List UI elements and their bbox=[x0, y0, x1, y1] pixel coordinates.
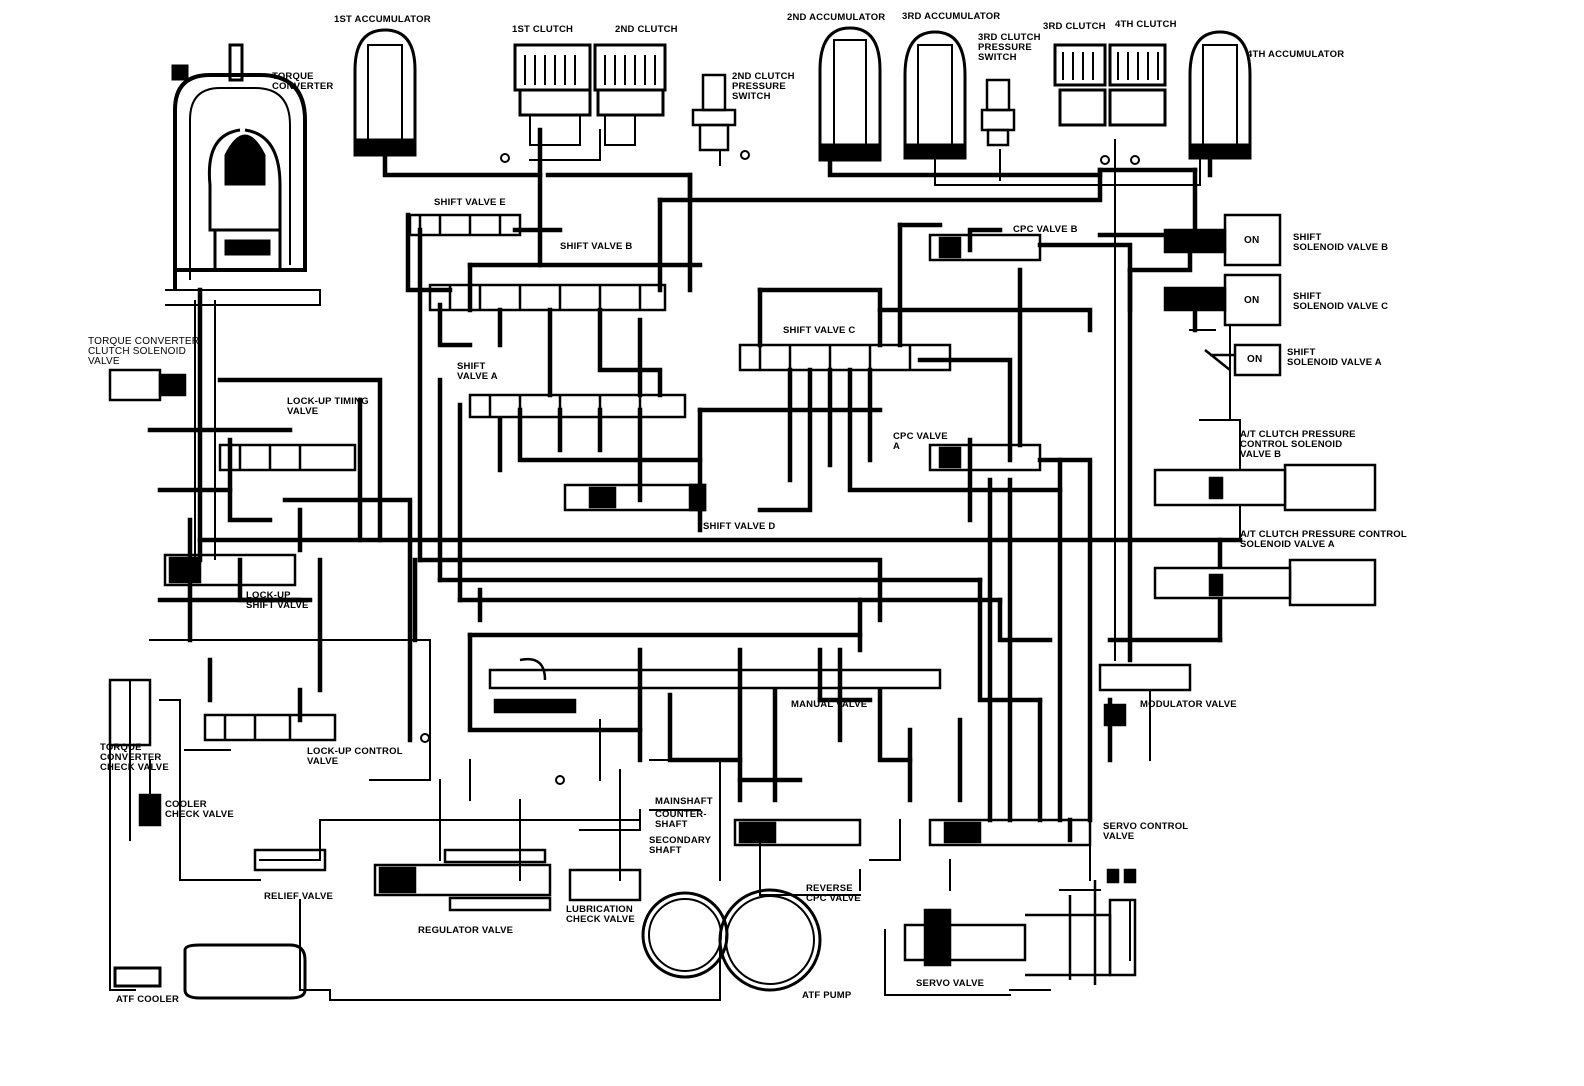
accumulator-icon bbox=[1188, 30, 1252, 160]
torque-converter-icon bbox=[165, 43, 321, 560]
label-modulator-valve: MODULATOR VALVE bbox=[1140, 699, 1237, 710]
pressure-switch-icon bbox=[980, 78, 1016, 147]
spool-valve-icon bbox=[163, 553, 297, 587]
spool-valve-icon bbox=[903, 868, 1137, 985]
label-manual-valve: MANUAL VALVE bbox=[791, 699, 868, 710]
spool-valve-icon bbox=[928, 443, 1042, 472]
solenoid-a-on: ON bbox=[1247, 354, 1263, 365]
label-countershaft: COUNTER- SHAFT bbox=[655, 809, 707, 830]
clutch-icon bbox=[513, 43, 592, 146]
label-1st-accumulator: 1ST ACCUMULATOR bbox=[334, 14, 431, 25]
label-regulator-valve: REGULATOR VALVE bbox=[418, 925, 514, 936]
label-shift-valve-d: SHIFT VALVE D bbox=[703, 521, 776, 532]
label-3rd-clutch: 3RD CLUTCH bbox=[1043, 21, 1106, 32]
label-secondary-shaft: SECONDARY SHAFT bbox=[649, 835, 712, 856]
spool-valve-icon bbox=[733, 818, 862, 847]
spool-valve-icon bbox=[488, 657, 942, 714]
label-atf-cooler: ATF COOLER bbox=[116, 994, 180, 1005]
label-at-clutch-pc-solenoid-a: A/T CLUTCH PRESSURE CONTROL SOLENOID VAL… bbox=[1240, 529, 1407, 550]
accumulator-icon bbox=[353, 28, 417, 157]
label-3rd-accumulator: 3RD ACCUMULATOR bbox=[902, 11, 1001, 22]
label-1st-clutch: 1ST CLUTCH bbox=[512, 24, 574, 35]
label-lockup-control-valve: LOCK-UP CONTROL VALVE bbox=[307, 746, 403, 767]
label-servo-control-valve: SERVO CONTROL VALVE bbox=[1103, 821, 1189, 842]
spool-valve-icon bbox=[203, 713, 337, 742]
label-shift-solenoid-b: SHIFT SOLENOID VALVE B bbox=[1293, 232, 1389, 253]
label-3rd-clutch-pressure-switch: 3RD CLUTCH PRESSURE SWITCH bbox=[978, 32, 1041, 63]
label-cooler-check-valve: COOLER CHECK VALVE bbox=[165, 799, 234, 820]
spool-valve-icon bbox=[928, 818, 1092, 847]
pressure-lines bbox=[147, 127, 1243, 843]
label-tcc-solenoid: TORQUE CONVERTER CLUTCH SOLENOID VALVE bbox=[88, 336, 200, 367]
spool-valve-icon bbox=[108, 678, 152, 747]
solenoid-icon bbox=[1153, 558, 1377, 607]
solenoid-b-on: ON bbox=[1244, 235, 1260, 246]
solenoid-icon bbox=[1163, 273, 1282, 327]
spool-valve-icon bbox=[568, 868, 642, 902]
solenoid-icon bbox=[1204, 343, 1282, 377]
label-shift-valve-b: SHIFT VALVE B bbox=[560, 241, 633, 252]
label-lockup-timing-valve: LOCK-UP TIMING VALVE bbox=[287, 396, 369, 417]
label-lockup-shift-valve: LOCK-UP SHIFT VALVE bbox=[246, 590, 309, 611]
accumulator-icon bbox=[903, 30, 967, 160]
spool-valve-icon bbox=[1098, 663, 1192, 727]
spool-valve-icon bbox=[373, 848, 552, 912]
label-torque-converter: TORQUE CONVERTER bbox=[272, 71, 334, 92]
spool-valve-icon bbox=[468, 393, 687, 419]
label-cpc-valve-a: CPC VALVE A bbox=[893, 431, 948, 452]
label-2nd-clutch-pressure-switch: 2ND CLUTCH PRESSURE SWITCH bbox=[732, 71, 795, 102]
pressure-switch-icon bbox=[691, 73, 737, 152]
accumulator-icon bbox=[818, 26, 882, 162]
spool-valve-icon bbox=[428, 283, 667, 312]
label-shift-valve-a: SHIFT VALVE A bbox=[457, 361, 498, 382]
clutch-icon bbox=[593, 43, 667, 146]
label-reverse-cpc-valve: REVERSE CPC VALVE bbox=[806, 883, 861, 904]
label-shift-valve-c: SHIFT VALVE C bbox=[783, 325, 856, 336]
cooler-icon bbox=[113, 943, 307, 1000]
label-atf-pump: ATF PUMP bbox=[802, 990, 852, 1001]
spool-valve-icon bbox=[138, 793, 162, 827]
clutch-icon bbox=[1108, 43, 1167, 127]
label-cpc-valve-b: CPC VALVE B bbox=[1013, 224, 1078, 235]
drain-lines bbox=[109, 129, 1241, 1001]
spool-valve-icon bbox=[738, 343, 952, 372]
label-tc-check-valve: TORQUE CONVERTER CHECK VALVE bbox=[100, 742, 169, 773]
spool-valve-icon bbox=[563, 483, 707, 512]
label-shift-solenoid-a: SHIFT SOLENOID VALVE A bbox=[1287, 347, 1382, 368]
pump-gear-icon bbox=[641, 888, 822, 992]
spool-valve-icon bbox=[253, 848, 327, 872]
spool-valve-icon bbox=[408, 213, 522, 237]
label-relief-valve: RELIEF VALVE bbox=[264, 891, 334, 902]
label-4th-clutch: 4TH CLUTCH bbox=[1115, 19, 1177, 30]
spool-valve-icon bbox=[218, 443, 357, 472]
label-lubrication-check-valve: LUBRICATION CHECK VALVE bbox=[566, 904, 635, 925]
solenoid-icon bbox=[1153, 463, 1377, 512]
label-2nd-accumulator: 2ND ACCUMULATOR bbox=[787, 12, 886, 23]
solenoid-icon bbox=[108, 368, 187, 402]
label-4th-accumulator: 4TH ACCUMULATOR bbox=[1247, 49, 1345, 60]
label-shift-valve-e: SHIFT VALVE E bbox=[434, 197, 506, 208]
label-2nd-clutch: 2ND CLUTCH bbox=[615, 24, 678, 35]
solenoid-icon bbox=[1163, 213, 1282, 267]
clutch-icon bbox=[1053, 43, 1107, 127]
label-at-clutch-pc-solenoid-b: A/T CLUTCH PRESSURE CONTROL SOLENOID VAL… bbox=[1240, 429, 1356, 460]
label-shift-solenoid-c: SHIFT SOLENOID VALVE C bbox=[1293, 291, 1389, 312]
solenoid-c-on: ON bbox=[1244, 295, 1260, 306]
label-servo-valve: SERVO VALVE bbox=[916, 978, 985, 989]
label-mainshaft: MAINSHAFT bbox=[655, 796, 713, 807]
spool-valve-icon bbox=[928, 233, 1042, 262]
